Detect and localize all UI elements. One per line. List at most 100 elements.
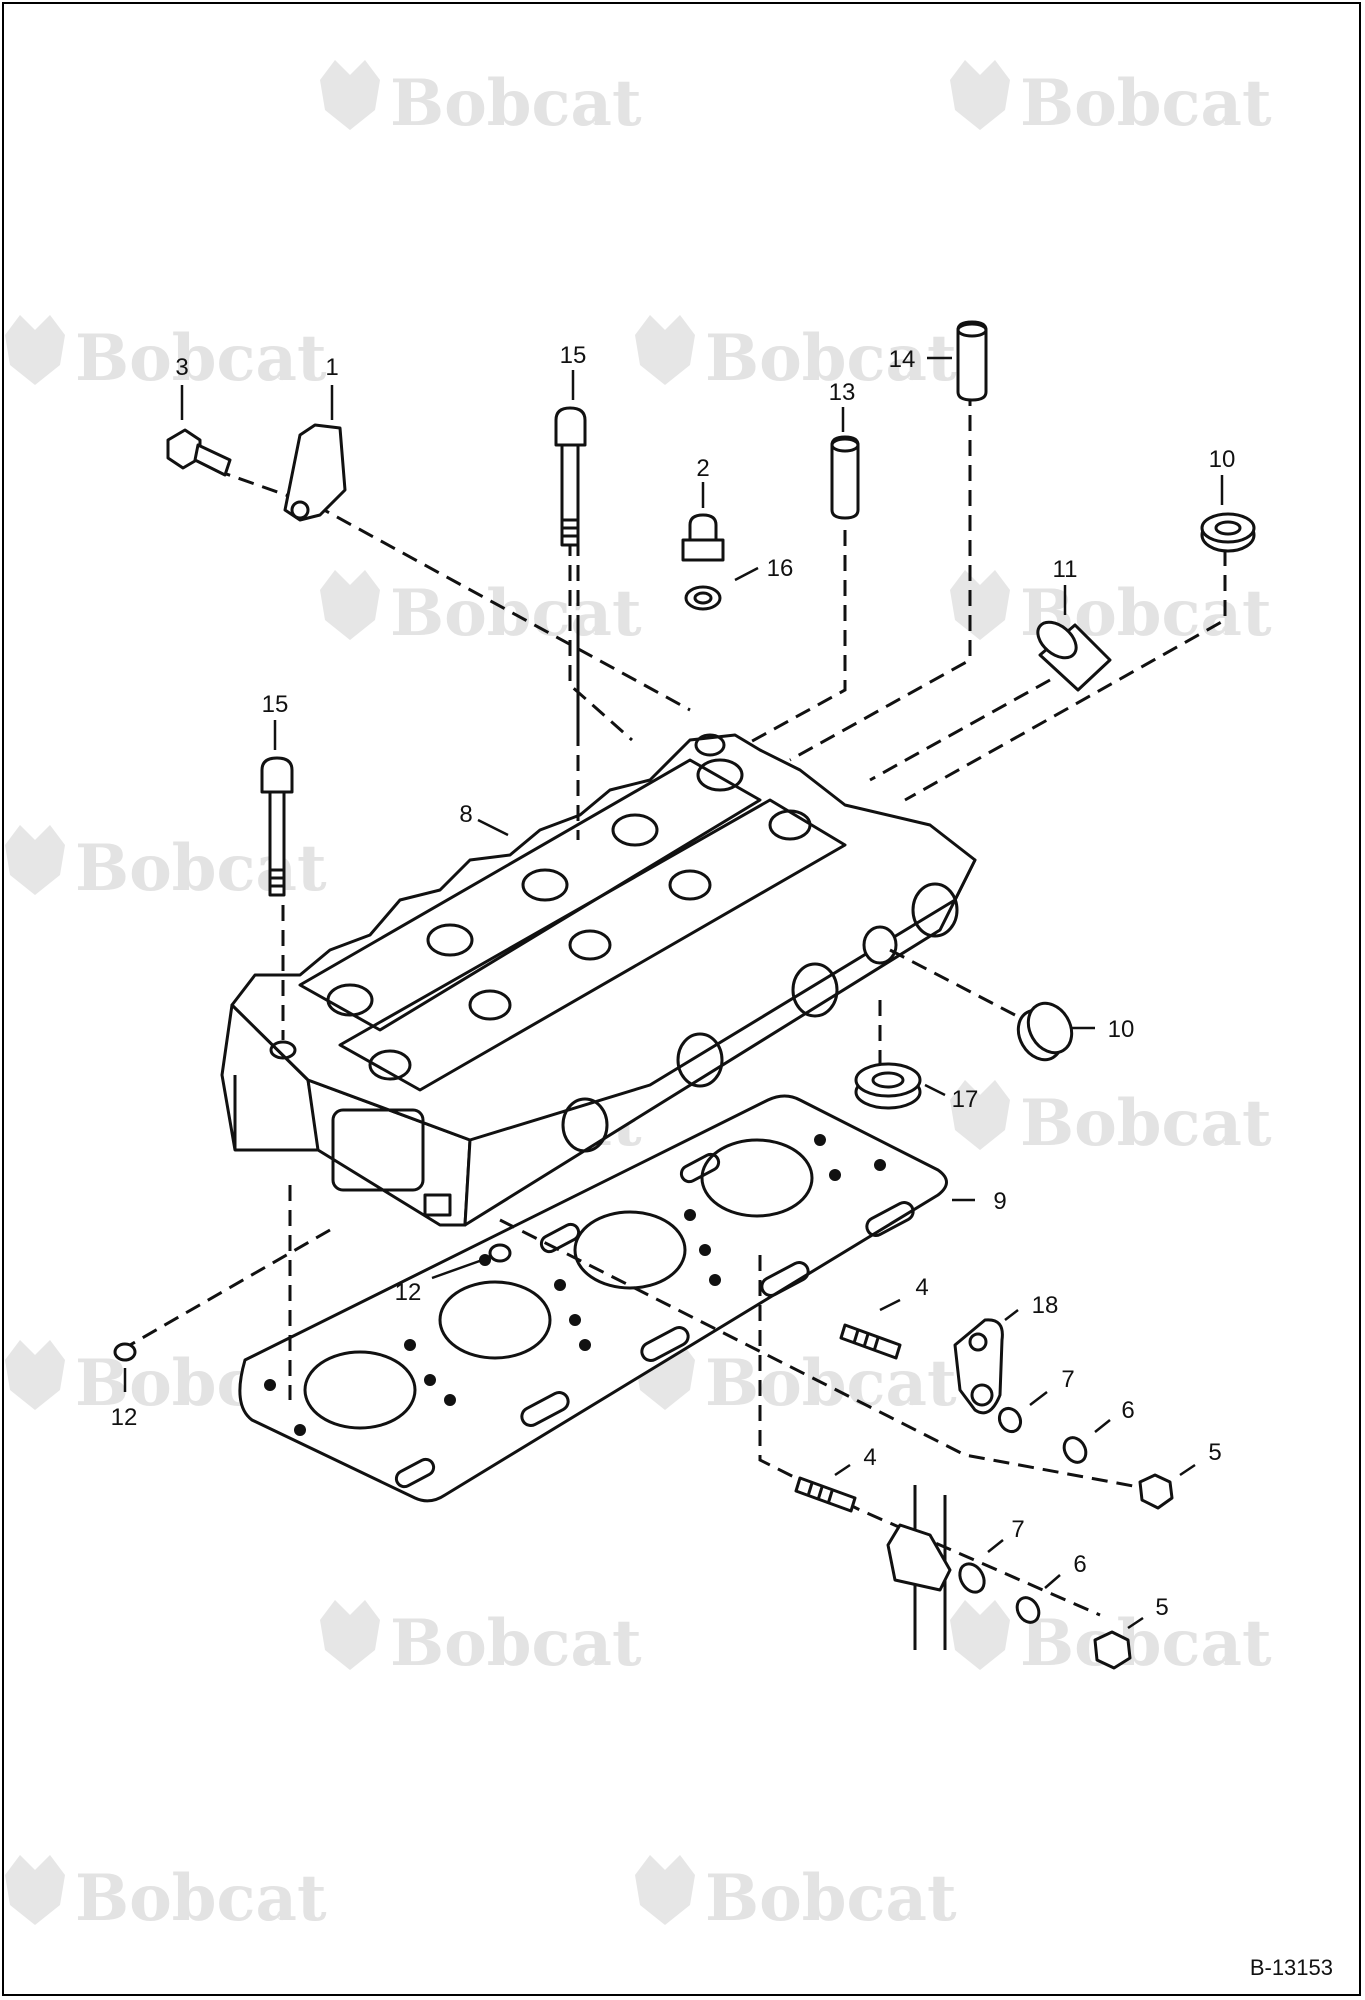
callout-label: 10 [1108, 1016, 1135, 1043]
callout-4-lower: 4 [834, 1444, 877, 1477]
nut-5-lower [1093, 1630, 1132, 1670]
callout-label: 7 [1061, 1366, 1074, 1393]
head-bolt-15-left [260, 756, 294, 897]
watermark-reg: ® [592, 622, 603, 638]
bobcat-watermark: Bobcat® [950, 1600, 1272, 1681]
callout-label: 10 [1209, 446, 1236, 473]
callout-10-lower: 10 [1072, 1016, 1134, 1043]
bobcat-logo-icon [320, 60, 380, 130]
callout-label: 15 [560, 342, 587, 369]
watermark-reg: ® [277, 367, 288, 383]
bobcat-logo-icon [635, 315, 695, 385]
bobcat-watermark: Bobcat® [320, 60, 642, 141]
nut-5-upper [1138, 1473, 1174, 1510]
bobcat-logo-icon [950, 570, 1010, 640]
callout-label: 4 [863, 1444, 876, 1471]
cap-10-lower [1016, 1001, 1074, 1062]
watermark-text: Bobcat [705, 1861, 957, 1936]
callout-label: 3 [175, 354, 188, 381]
bobcat-watermark: Bobcat® [5, 1855, 327, 1936]
callout-10-upper: 10 [1209, 446, 1236, 505]
callout-12-center: 12 [395, 1256, 489, 1306]
callout-label: 7 [1011, 1516, 1024, 1543]
callout-5-lower: 5 [1127, 1594, 1169, 1630]
callout-15-left: 15 [262, 691, 289, 750]
watermark-reg: ® [907, 1907, 918, 1923]
callout-18: 18 [1004, 1292, 1059, 1321]
bobcat-logo-icon [5, 825, 65, 895]
watermark-text: Bobcat [1020, 66, 1272, 141]
washer-16 [684, 585, 722, 611]
callout-5-upper: 5 [1179, 1439, 1222, 1477]
callout-14: 14 [889, 346, 952, 373]
washer-7-upper [997, 1406, 1023, 1434]
bobcat-logo-icon [950, 1600, 1010, 1670]
bobcat-logo-icon [320, 570, 380, 640]
drawing-code: B-13153 [1250, 1955, 1333, 1980]
bolt-3 [166, 428, 232, 477]
bobcat-watermark: Bobcat® [635, 315, 957, 396]
head-bolt-15-top [554, 406, 587, 547]
bobcat-watermark: Bobcat® [950, 1080, 1272, 1161]
callout-label: 14 [889, 346, 916, 373]
watermark-text: Bobcat [1020, 1606, 1272, 1681]
watermark-reg: ® [1222, 1652, 1233, 1668]
seal-17 [854, 1062, 922, 1110]
callout-label: 5 [1155, 1594, 1168, 1621]
bobcat-watermark: Bobcat® [320, 570, 642, 651]
callout-label: 5 [1208, 1439, 1221, 1466]
bobcat-logo-icon [5, 1855, 65, 1925]
callout-label: 18 [1032, 1292, 1059, 1319]
callout-label: 8 [459, 801, 472, 828]
plug-2 [681, 513, 725, 562]
watermark-reg: ® [1222, 1132, 1233, 1148]
callout-label: 16 [767, 555, 794, 582]
callout-3: 3 [175, 354, 189, 420]
bobcat-logo-icon [950, 60, 1010, 130]
bobcat-watermark: Bobcat® [635, 1855, 957, 1936]
bobcat-logo-icon [5, 315, 65, 385]
watermark-reg: ® [1222, 112, 1233, 128]
watermark-text: Bobcat [75, 831, 327, 906]
callout-label: 13 [829, 379, 856, 406]
callout-label: 12 [111, 1404, 138, 1431]
callout-7-upper: 7 [1029, 1366, 1075, 1406]
callout-label: 17 [952, 1086, 979, 1113]
bobcat-watermark: Bobcat® [950, 60, 1272, 141]
bobcat-logo-icon [950, 1080, 1010, 1150]
watermark-text: Bobcat [1020, 1086, 1272, 1161]
lockwasher-6-lower [1015, 1596, 1041, 1624]
callout-11: 11 [1053, 556, 1078, 615]
callout-4-upper: 4 [879, 1274, 929, 1312]
bobcat-logo-icon [635, 1855, 695, 1925]
callout-15-top: 15 [560, 342, 587, 400]
bobcat-logo-icon [320, 1600, 380, 1670]
callout-9: 9 [952, 1188, 1007, 1215]
sleeve-11 [1036, 620, 1112, 692]
watermark-reg: ® [907, 367, 918, 383]
bracket-18 [953, 1318, 1004, 1415]
callout-label: 4 [915, 1274, 928, 1301]
callout-label: 15 [262, 691, 289, 718]
callout-label: 1 [325, 354, 338, 381]
callout-6-upper: 6 [1094, 1397, 1135, 1433]
bobcat-watermark: Bobcat® [5, 315, 327, 396]
callout-8: 8 [459, 801, 509, 837]
callout-16: 16 [734, 555, 794, 582]
watermark-reg: ® [1222, 622, 1233, 638]
dowel-pin-14 [956, 320, 988, 402]
washer-7-lower [958, 1562, 986, 1594]
callout-label: 6 [1121, 1397, 1134, 1424]
watermark-text: Bobcat [75, 1861, 327, 1936]
callout-label: 11 [1053, 556, 1078, 583]
callout-label: 6 [1073, 1551, 1086, 1578]
callout-7-lower: 7 [987, 1516, 1025, 1553]
callout-label: 2 [696, 455, 709, 482]
watermark-text: Bobcat [705, 1346, 957, 1421]
cylinder-head [220, 733, 977, 1227]
watermark-reg: ® [907, 1392, 918, 1408]
watermark-text: Bobcat [390, 66, 642, 141]
callout-12-left: 12 [111, 1368, 138, 1431]
callout-17: 17 [924, 1083, 979, 1113]
watermark-text: Bobcat [75, 321, 327, 396]
